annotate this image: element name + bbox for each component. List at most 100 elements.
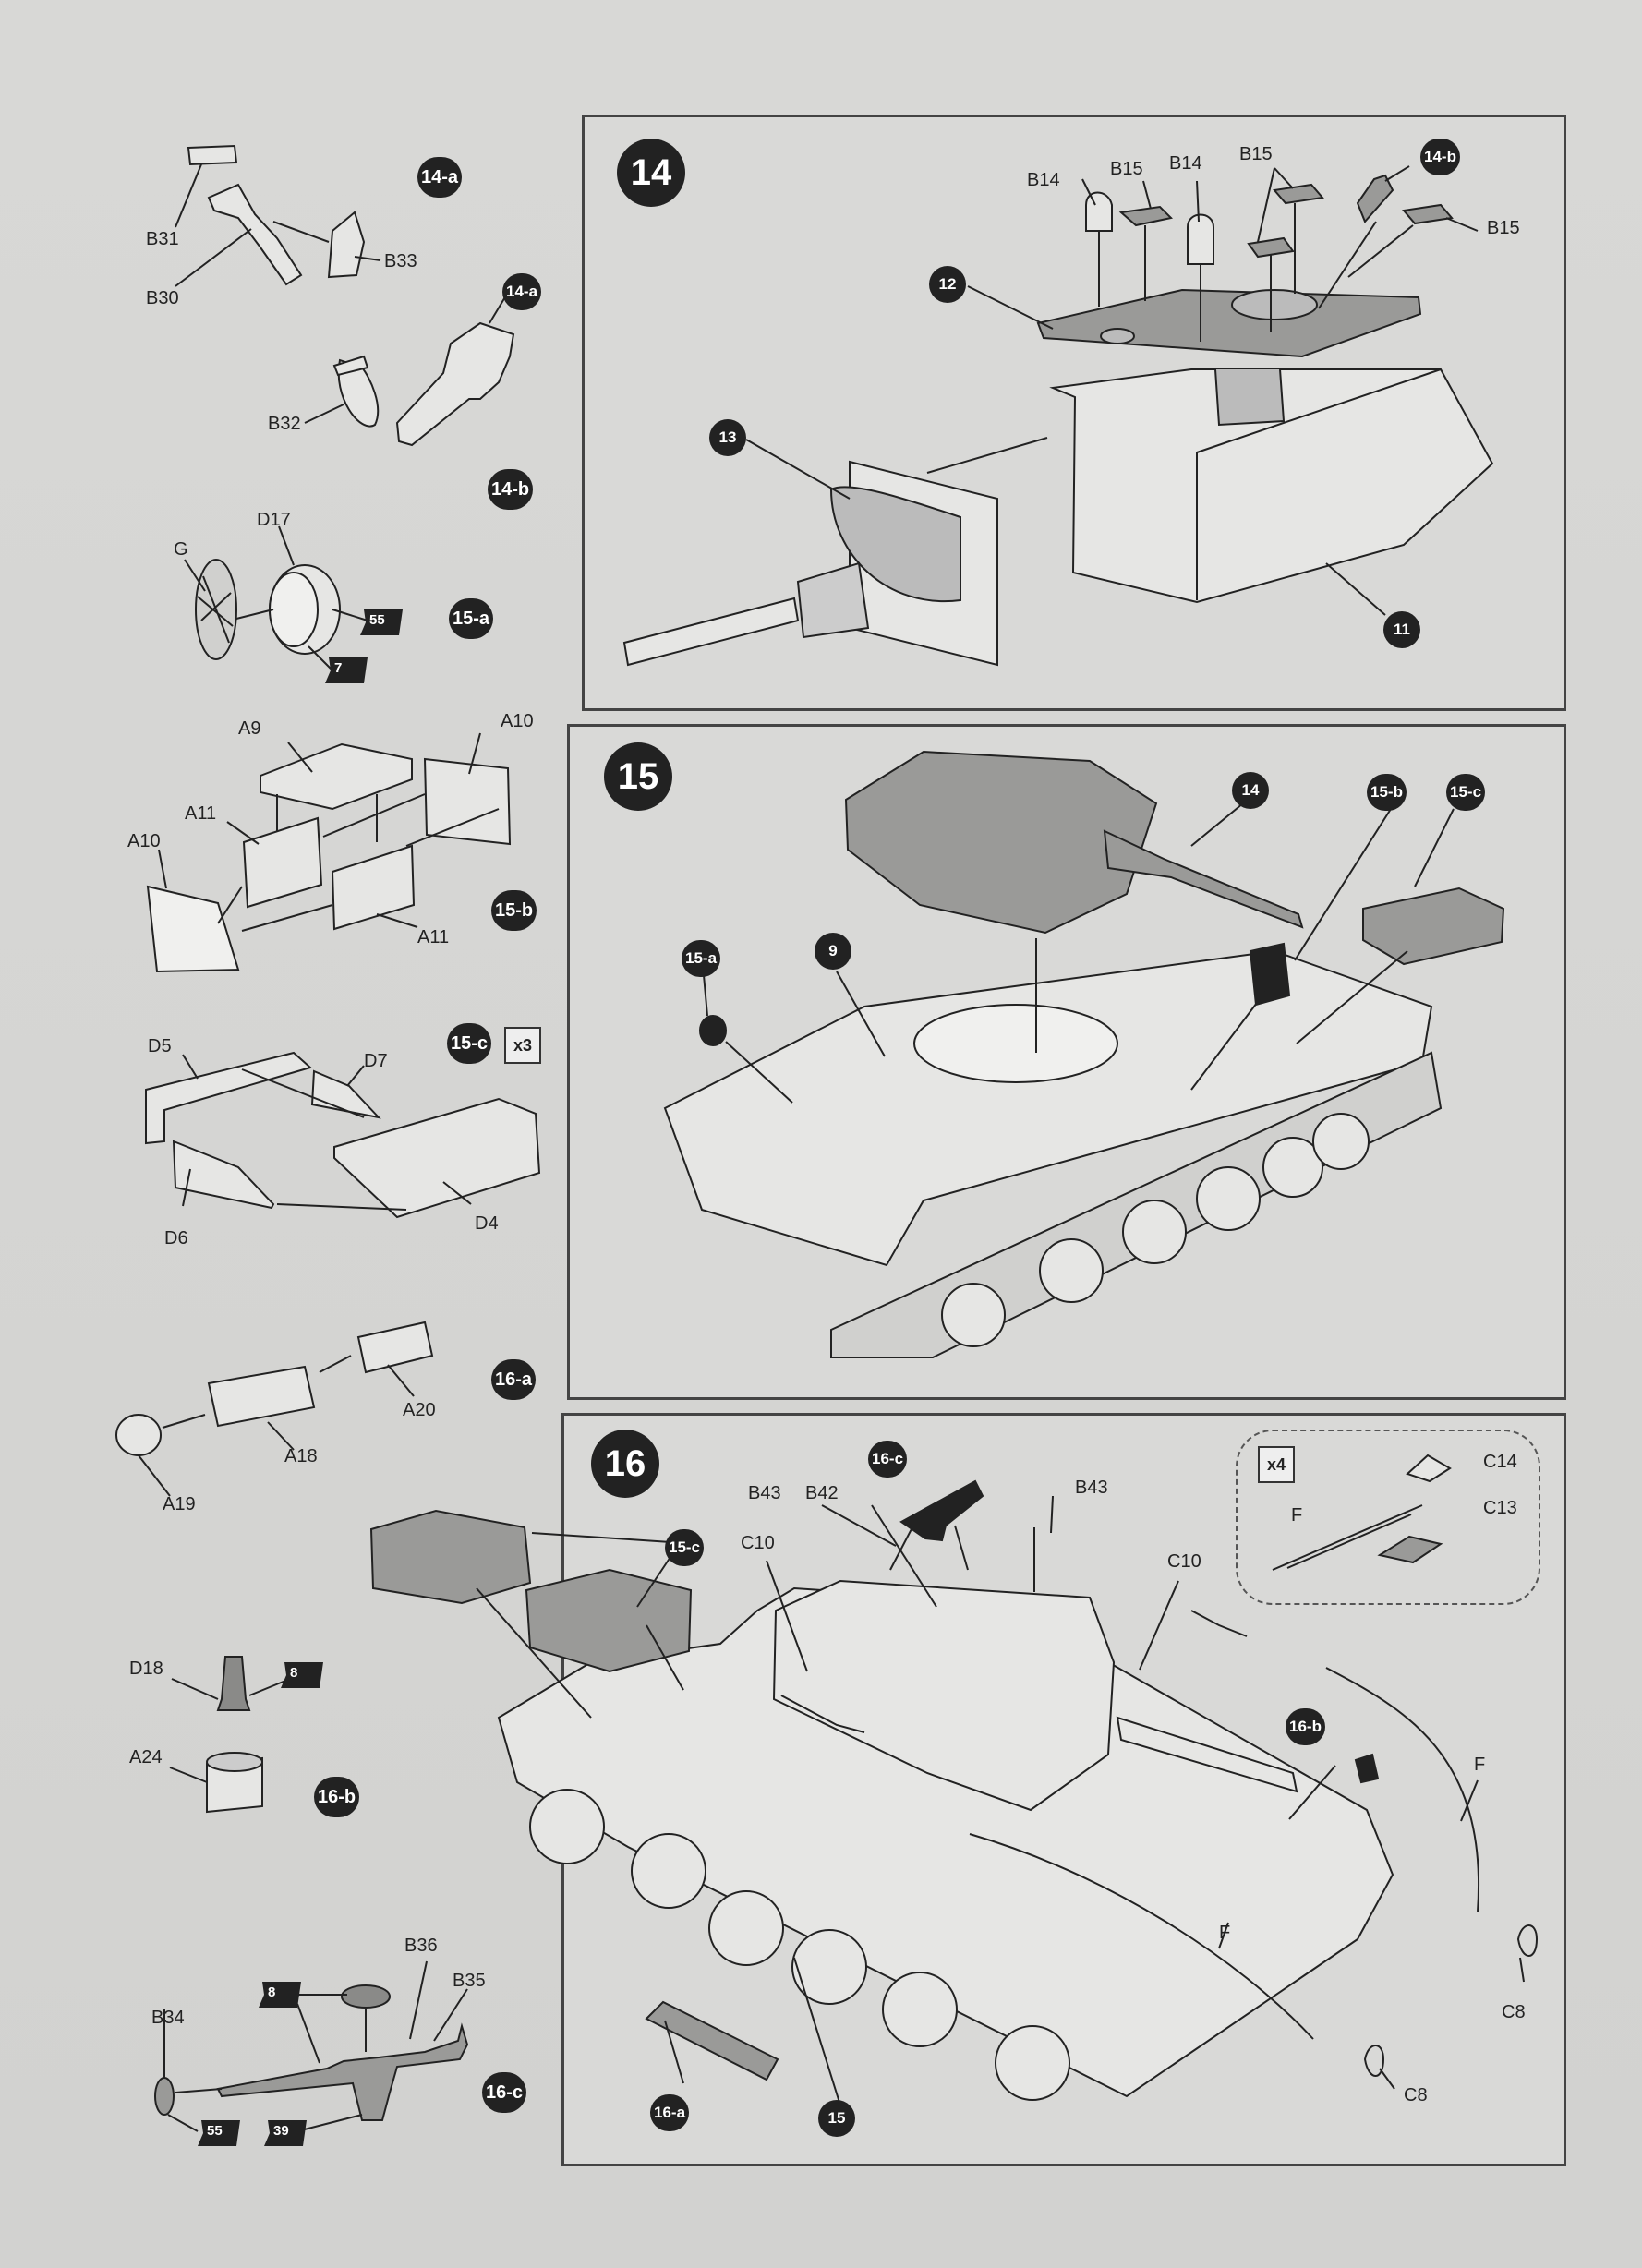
- label-b33: B33: [384, 251, 417, 271]
- turret-subassembly-14: [844, 750, 1304, 935]
- paint-ref-8-screw: 8: [281, 1662, 323, 1688]
- hull-part-9: [663, 949, 1433, 1267]
- label-c8-left: C8: [1404, 2085, 1428, 2105]
- label-b43-right: B43: [1075, 1478, 1108, 1498]
- tag-15c-small: 15-c: [1446, 774, 1486, 811]
- label-b36: B36: [404, 1936, 438, 1956]
- part-a20-end: [356, 1321, 434, 1374]
- running-gear-16: [529, 1789, 1070, 2101]
- tag-14a: 14-a: [417, 157, 463, 198]
- label-g: G: [174, 539, 188, 560]
- tag-15c: 15-c: [447, 1023, 492, 1064]
- part-b35-gun: [216, 2022, 469, 2121]
- part-a11-end-upper: [242, 816, 323, 909]
- step-16-number: 16: [591, 1430, 659, 1498]
- paint-ref-7-headlight: 7: [325, 657, 368, 683]
- quantity-15c: x3: [504, 1027, 541, 1064]
- quantity-cable-detail: x4: [1258, 1446, 1295, 1483]
- toolbox-15b: [1249, 942, 1291, 1007]
- part-b15-3: [1247, 236, 1295, 259]
- label-b35: B35: [453, 1971, 486, 1991]
- part-a10-side-right: [423, 757, 512, 846]
- callout-9: 9: [815, 933, 851, 970]
- tag-16c: 16-c: [482, 2072, 527, 2113]
- label-f-lower: F: [1219, 1923, 1231, 1943]
- tow-shackle-c8-right: [1516, 1924, 1539, 1957]
- label-a9: A9: [238, 718, 261, 739]
- part-d5-frame: [145, 1051, 313, 1145]
- label-b14-right: B14: [1169, 153, 1202, 174]
- cable-detail-callout: [1236, 1430, 1540, 1605]
- label-c8-right: C8: [1502, 2002, 1526, 2022]
- label-a10-left: A10: [127, 831, 161, 851]
- part-b34-mount: [154, 2077, 175, 2116]
- label-c10-right: C10: [1167, 1551, 1201, 1572]
- callout-13: 13: [709, 419, 746, 456]
- part-a24-base: [206, 1752, 263, 1814]
- turret-roof-part-12: [1036, 288, 1422, 358]
- label-a19: A19: [163, 1494, 196, 1514]
- label-b32: B32: [268, 414, 301, 434]
- part-d7-flap: [310, 1069, 381, 1119]
- label-d17: D17: [257, 510, 291, 530]
- part-b15-4: [1402, 203, 1454, 225]
- part-b31-illustration: [187, 144, 238, 166]
- label-b15-2: B15: [1239, 144, 1273, 164]
- cable-detail-callout-parts: [1272, 1454, 1452, 1571]
- plug-16b: [1354, 1753, 1380, 1784]
- tag-16b: 16-b: [314, 1777, 360, 1817]
- cylinder-16a: [645, 2000, 779, 2081]
- callout-14: 14: [1232, 772, 1269, 809]
- tow-cable-f: [780, 1610, 1480, 2040]
- part-b14-right: [1187, 213, 1214, 265]
- tag-14b: 14-b: [488, 469, 534, 510]
- part-a11-end-lower: [331, 844, 416, 931]
- label-a11-upper: A11: [185, 803, 217, 824]
- tag-14b-small: 14-b: [1420, 139, 1460, 175]
- part-b14-left: [1085, 191, 1113, 232]
- paint-ref-55-headlight: 55: [360, 609, 403, 635]
- toolbox-16-left: [369, 1509, 532, 1605]
- part-b36-drum: [341, 1984, 391, 2009]
- tag-15b-small: 15-b: [1367, 774, 1407, 811]
- step-15-number: 15: [604, 742, 672, 811]
- label-f-right: F: [1474, 1755, 1486, 1775]
- label-f-callout: F: [1291, 1505, 1303, 1526]
- step-14-number: 14: [617, 139, 685, 207]
- label-d18: D18: [129, 1659, 163, 1679]
- paint-ref-55-gun: 55: [198, 2120, 240, 2146]
- label-a18: A18: [284, 1446, 318, 1466]
- label-b43-left: B43: [748, 1483, 781, 1503]
- label-c13: C13: [1483, 1498, 1517, 1518]
- part-d18-screw: [216, 1656, 251, 1711]
- label-b31: B31: [146, 229, 179, 249]
- tow-shackle-c8-left: [1363, 2045, 1385, 2077]
- callout-11: 11: [1383, 611, 1420, 648]
- label-b30: B30: [146, 288, 179, 308]
- running-gear-15: [830, 1051, 1443, 1358]
- label-d5: D5: [148, 1036, 172, 1056]
- callout-12: 12: [929, 266, 966, 303]
- part-d4-cover: [333, 1097, 541, 1219]
- label-a24: A24: [129, 1747, 163, 1767]
- label-d6: D6: [164, 1228, 188, 1249]
- tag-16a-small: 16-a: [650, 2094, 690, 2131]
- part-b15-2: [1273, 183, 1324, 205]
- label-d7: D7: [364, 1051, 388, 1071]
- subassembly-14b-small: [1356, 174, 1394, 223]
- toolbox-16-right: [525, 1568, 693, 1673]
- part-b32-illustration: [332, 355, 380, 428]
- part-b30-illustration: [207, 183, 303, 286]
- tag-16b-small: 16-b: [1286, 1708, 1325, 1745]
- tag-16a: 16-a: [491, 1359, 537, 1400]
- part-a19-cap: [115, 1414, 162, 1456]
- label-c10-left: C10: [741, 1533, 775, 1553]
- hull-16: [497, 1586, 1394, 2098]
- part-g-lens: [195, 559, 237, 660]
- part-d6-end: [172, 1140, 275, 1210]
- callout-15: 15: [818, 2100, 855, 2137]
- label-b15-1: B15: [1110, 159, 1143, 179]
- turret-body-part-11: [1049, 368, 1494, 604]
- part-b15-1: [1118, 205, 1174, 227]
